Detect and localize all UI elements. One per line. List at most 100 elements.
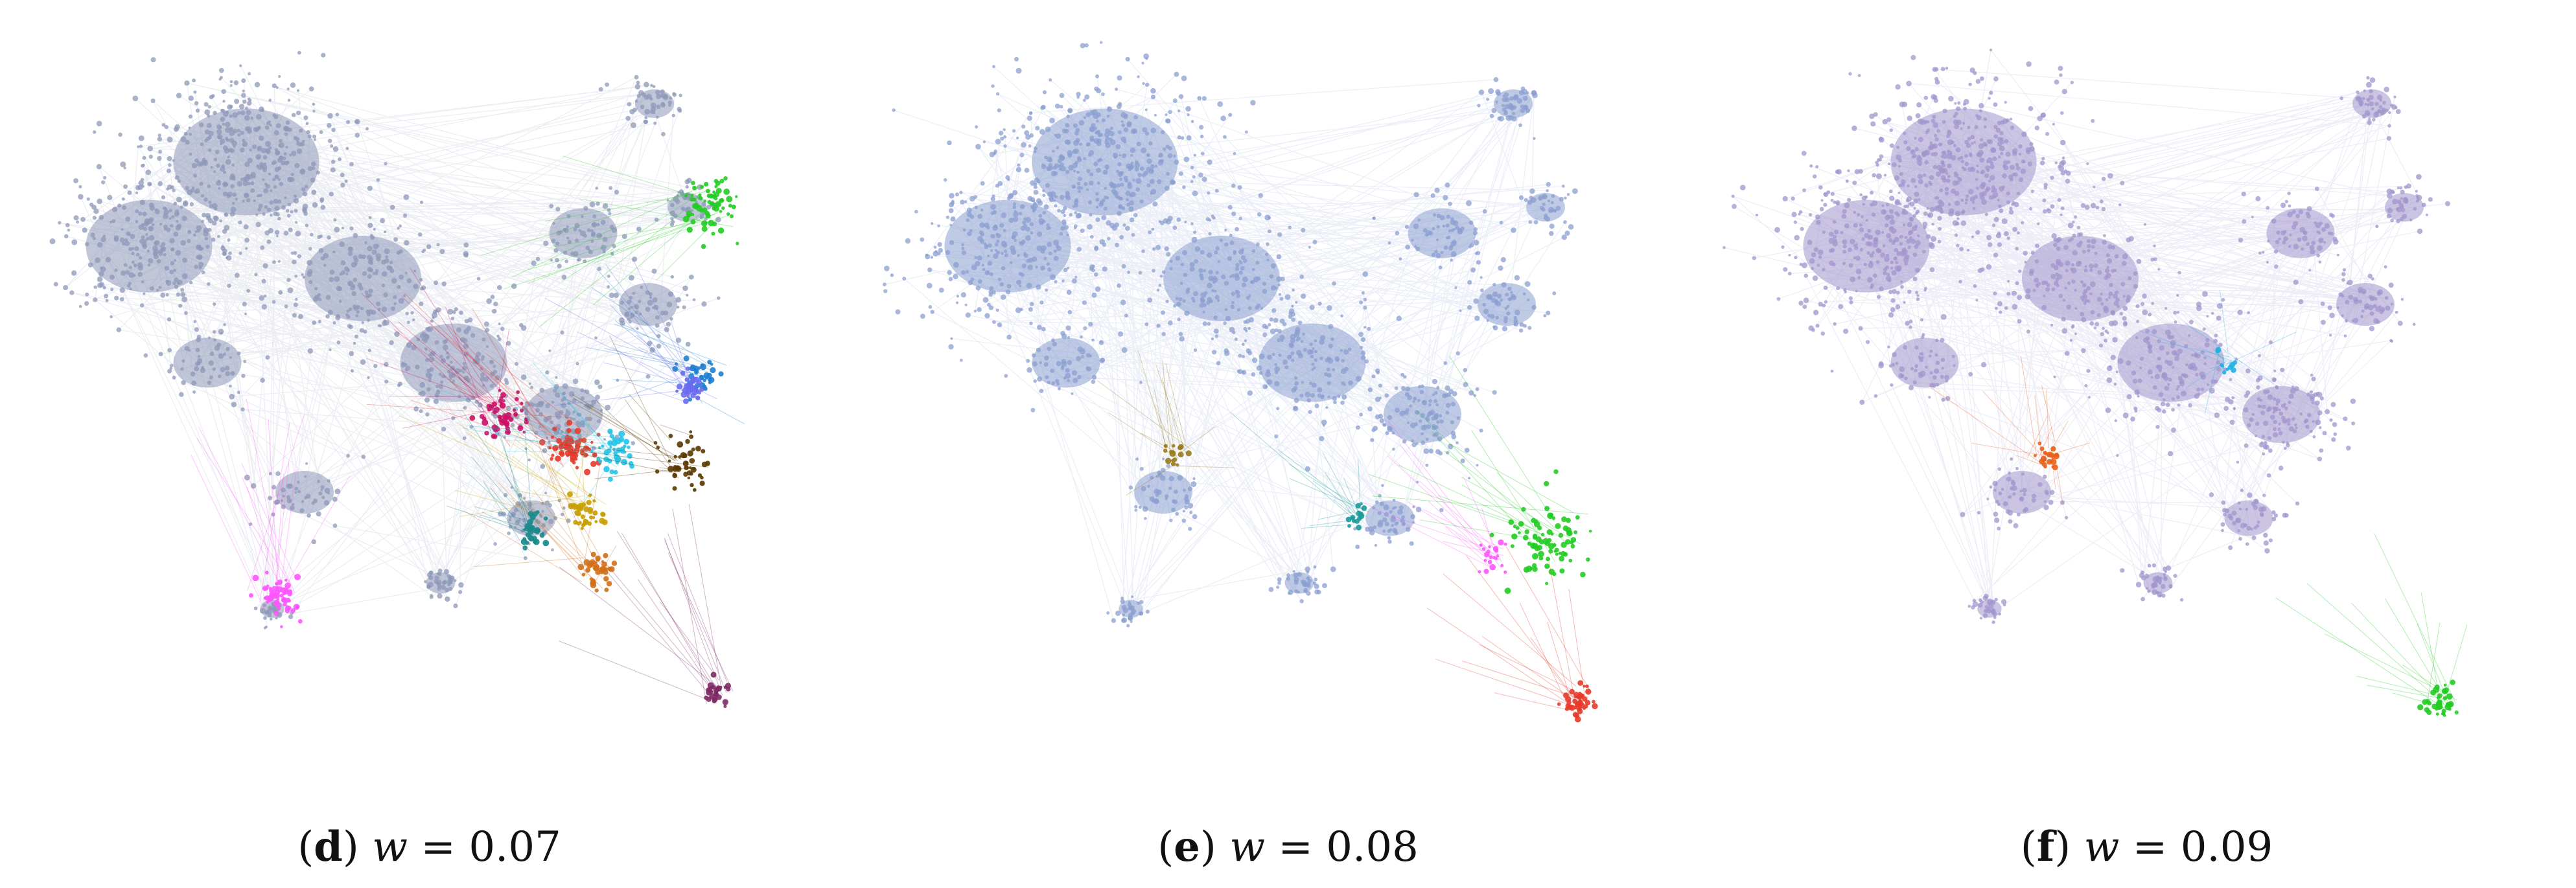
community-edge	[625, 380, 684, 402]
graph-node	[636, 226, 642, 232]
graph-node	[548, 349, 551, 352]
graph-node	[598, 384, 603, 389]
graph-edge	[1149, 248, 1167, 301]
graph-node	[1035, 126, 1040, 131]
graph-node	[104, 293, 109, 299]
graph-node	[302, 207, 307, 212]
community-node	[673, 466, 679, 472]
graph-node	[119, 287, 125, 293]
community-edge	[514, 438, 598, 503]
graph-edge	[1307, 396, 1323, 578]
panel-d: (d) w = 0.07	[0, 0, 859, 888]
graph-node	[1088, 321, 1093, 327]
community-edge	[483, 481, 520, 541]
graph-node	[960, 199, 965, 205]
graph-node	[148, 154, 153, 159]
graph-node	[542, 448, 548, 453]
node-cluster-mass	[1134, 471, 1192, 514]
community-node	[708, 377, 713, 382]
graph-node	[286, 87, 290, 91]
graph-edge	[1231, 201, 1530, 236]
graph-node	[132, 95, 139, 102]
graph-node	[137, 145, 140, 148]
community-node	[593, 453, 598, 457]
graph-node	[105, 299, 109, 302]
graph-node	[1102, 242, 1107, 247]
graph-edge	[1122, 569, 1308, 602]
graph-node	[1367, 406, 1373, 412]
graph-edge	[295, 137, 437, 578]
community-node	[686, 366, 690, 371]
graph-node	[1185, 106, 1191, 112]
community-edge	[660, 602, 719, 681]
graph-edge	[987, 315, 1164, 460]
community-node	[719, 685, 723, 689]
community-node	[603, 466, 610, 473]
community-node	[689, 430, 693, 434]
graph-node	[997, 322, 1003, 328]
graph-node	[92, 216, 97, 220]
graph-node	[540, 464, 546, 469]
graph-node	[217, 234, 220, 238]
community-node	[274, 600, 279, 604]
graph-node	[333, 218, 337, 222]
graph-node	[1139, 600, 1144, 604]
graph-node	[340, 183, 345, 188]
community-node	[682, 453, 688, 458]
graph-node	[1314, 404, 1319, 409]
community-node	[541, 532, 545, 536]
graph-node	[176, 292, 181, 297]
graph-edge	[1047, 376, 1478, 390]
graph-node	[1271, 308, 1277, 313]
graph-node	[949, 192, 955, 199]
graph-edge	[1122, 193, 1152, 602]
graph-node	[1012, 190, 1017, 196]
community-node	[533, 528, 538, 534]
graph-node	[312, 134, 316, 139]
community-node	[691, 181, 695, 185]
community-node	[696, 205, 702, 212]
community-node	[627, 445, 631, 450]
community-cluster	[361, 268, 529, 447]
graph-node	[1396, 315, 1402, 321]
graph-node	[1000, 137, 1004, 141]
graph-node	[1552, 291, 1557, 295]
graph-node	[335, 113, 340, 117]
graph-node	[165, 293, 169, 297]
community-edge	[481, 191, 692, 256]
graph-node	[511, 283, 517, 290]
graph-node	[1082, 300, 1087, 305]
community-node	[613, 470, 618, 475]
graph-node	[161, 195, 166, 199]
node-cluster-mass	[635, 89, 674, 118]
graph-node	[596, 201, 600, 206]
graph-node	[224, 212, 227, 216]
graph-edge	[291, 211, 467, 256]
graph-node	[412, 318, 415, 321]
graph-node	[656, 343, 662, 349]
graph-node	[1003, 128, 1006, 131]
graph-node	[991, 84, 995, 88]
community-node	[606, 581, 612, 587]
graph-edge	[191, 203, 321, 237]
graph-node	[1030, 407, 1036, 413]
community-edge	[528, 416, 587, 576]
graph-edge	[207, 246, 329, 494]
caption-equals: =	[421, 823, 456, 871]
community-node	[702, 207, 708, 213]
community-edge	[533, 362, 623, 464]
graph-edge	[1138, 180, 1548, 191]
graph-edge	[266, 201, 276, 627]
graph-node	[361, 321, 364, 324]
graph-node	[454, 307, 458, 312]
graph-node	[1033, 185, 1038, 189]
graph-node	[287, 287, 294, 293]
graph-edge	[1129, 186, 1305, 584]
graph-edge	[347, 121, 569, 217]
graph-node	[63, 285, 69, 291]
graph-edge	[108, 259, 281, 606]
community-node	[731, 204, 736, 210]
graph-node	[209, 95, 214, 100]
graph-edge	[1130, 181, 1160, 619]
graph-node	[653, 121, 657, 125]
